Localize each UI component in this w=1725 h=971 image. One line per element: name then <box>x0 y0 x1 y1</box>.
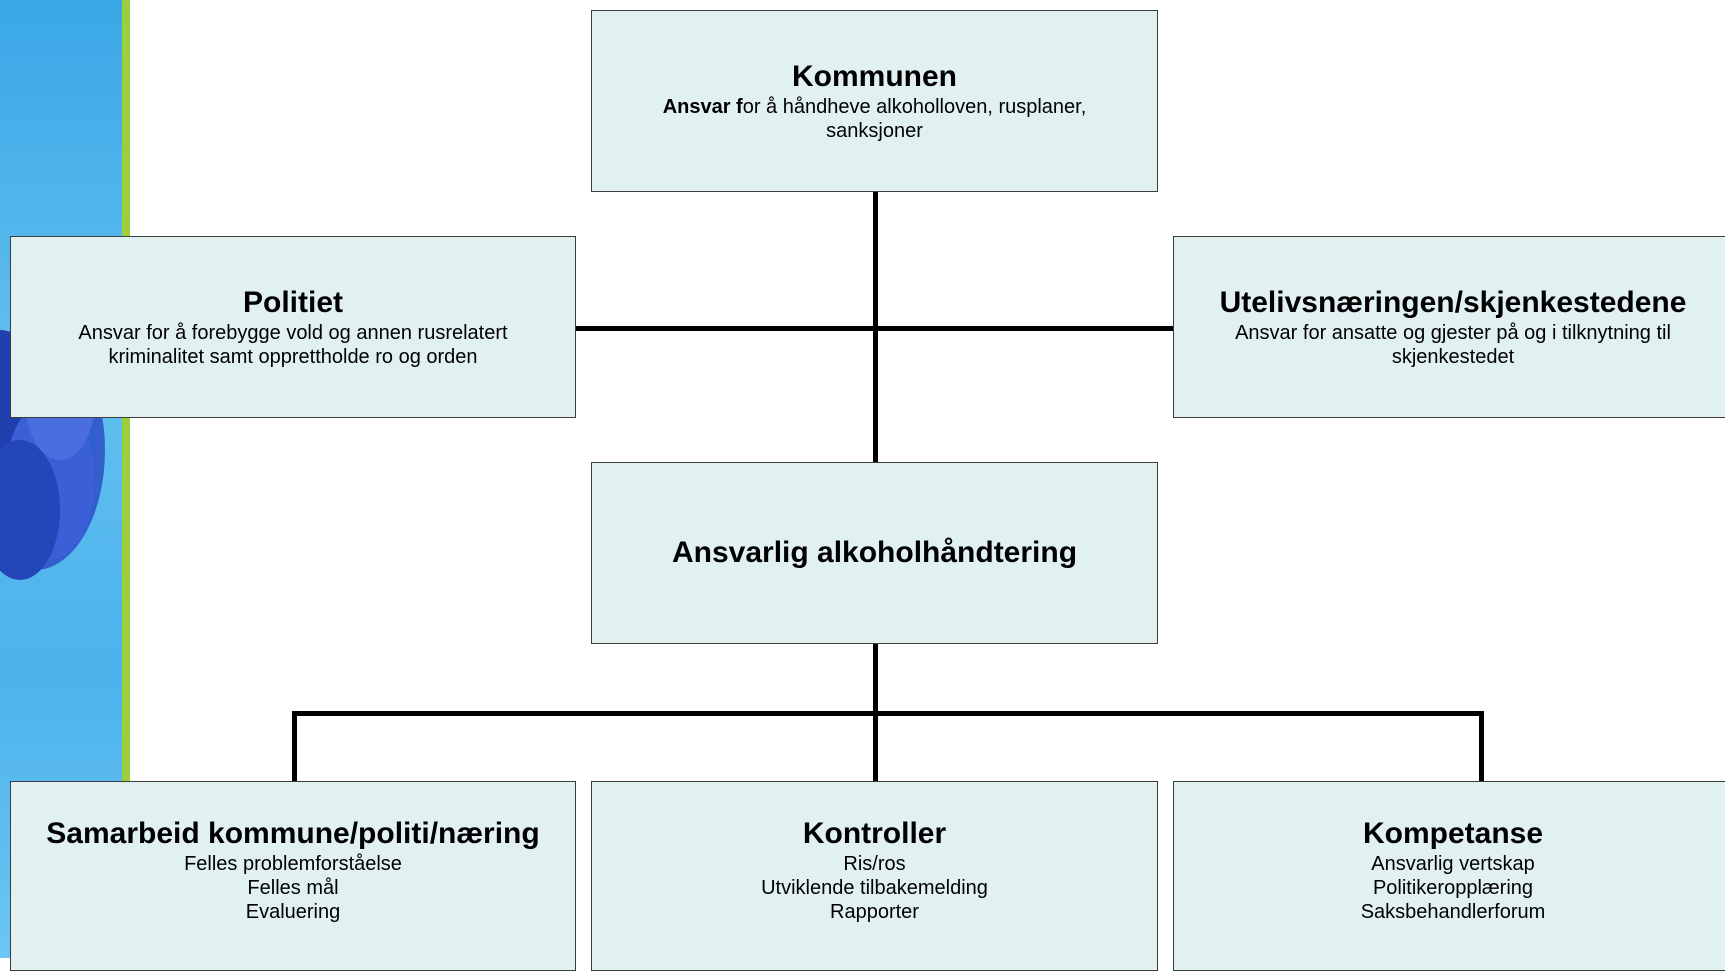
node-kompetanse: Kompetanse Ansvarlig vertskap Politikero… <box>1173 781 1725 971</box>
connector-bottom-left <box>292 711 297 783</box>
connector-bottom-right <box>1479 711 1484 783</box>
node-samarbeid: Samarbeid kommune/politi/næring Felles p… <box>10 781 576 971</box>
node-title: Kontroller <box>802 817 947 850</box>
node-description-bold: Ansvar f <box>662 96 743 118</box>
node-title: Samarbeid kommune/politi/næring <box>46 817 540 850</box>
node-description-line: kriminalitet samt opprettholde ro og ord… <box>108 346 478 368</box>
node-title: Kommunen <box>792 60 957 93</box>
node-description-line2: sanksjoner <box>826 120 923 142</box>
node-description-line: Ansvar for å forebygge vold og annen rus… <box>78 322 508 344</box>
node-list-item: Utviklende tilbakemelding <box>761 877 988 899</box>
node-list-item: Felles problemforståelse <box>184 853 402 875</box>
node-title: Kompetanse <box>1362 817 1544 850</box>
node-description-rest: or å håndheve alkoholloven, rusplaner, <box>742 96 1087 118</box>
sidebar-accent-stripe <box>122 0 130 958</box>
node-list-item: Rapporter <box>830 901 919 923</box>
node-utelivsnaeringen: Utelivsnæringen/skjenkestedene Ansvar fo… <box>1173 236 1725 418</box>
node-list-item: Evaluering <box>245 901 341 923</box>
node-description-line: skjenkestedet <box>1391 346 1515 368</box>
node-kommunen: Kommunen Ansvar for å håndheve alkohollo… <box>591 10 1158 192</box>
node-description-line: Ansvar for ansatte og gjester på og i ti… <box>1235 322 1671 344</box>
node-kontroller: Kontroller Ris/ros Utviklende tilbakemel… <box>591 781 1158 971</box>
node-list-item: Politikeropplæring <box>1372 877 1534 899</box>
node-ansvarlig-alkoholhandtering: Ansvarlig alkoholhåndtering <box>591 462 1158 644</box>
connector-horizontal-bottom <box>292 711 1484 716</box>
node-politiet: Politiet Ansvar for å forebygge vold og … <box>10 236 576 418</box>
node-list-item: Felles mål <box>247 877 339 899</box>
node-title: Ansvarlig alkoholhåndtering <box>671 536 1078 569</box>
connector-horizontal-middle <box>576 326 1174 331</box>
node-description: Ansvar for å håndheve alkoholloven, rusp… <box>663 95 1087 119</box>
node-title: Utelivsnæringen/skjenkestedene <box>1219 286 1687 319</box>
node-list-item: Saksbehandlerforum <box>1360 901 1546 923</box>
node-title: Politiet <box>242 286 343 319</box>
node-list-item: Ris/ros <box>843 853 906 875</box>
node-list-item: Ansvarlig vertskap <box>1371 853 1535 875</box>
